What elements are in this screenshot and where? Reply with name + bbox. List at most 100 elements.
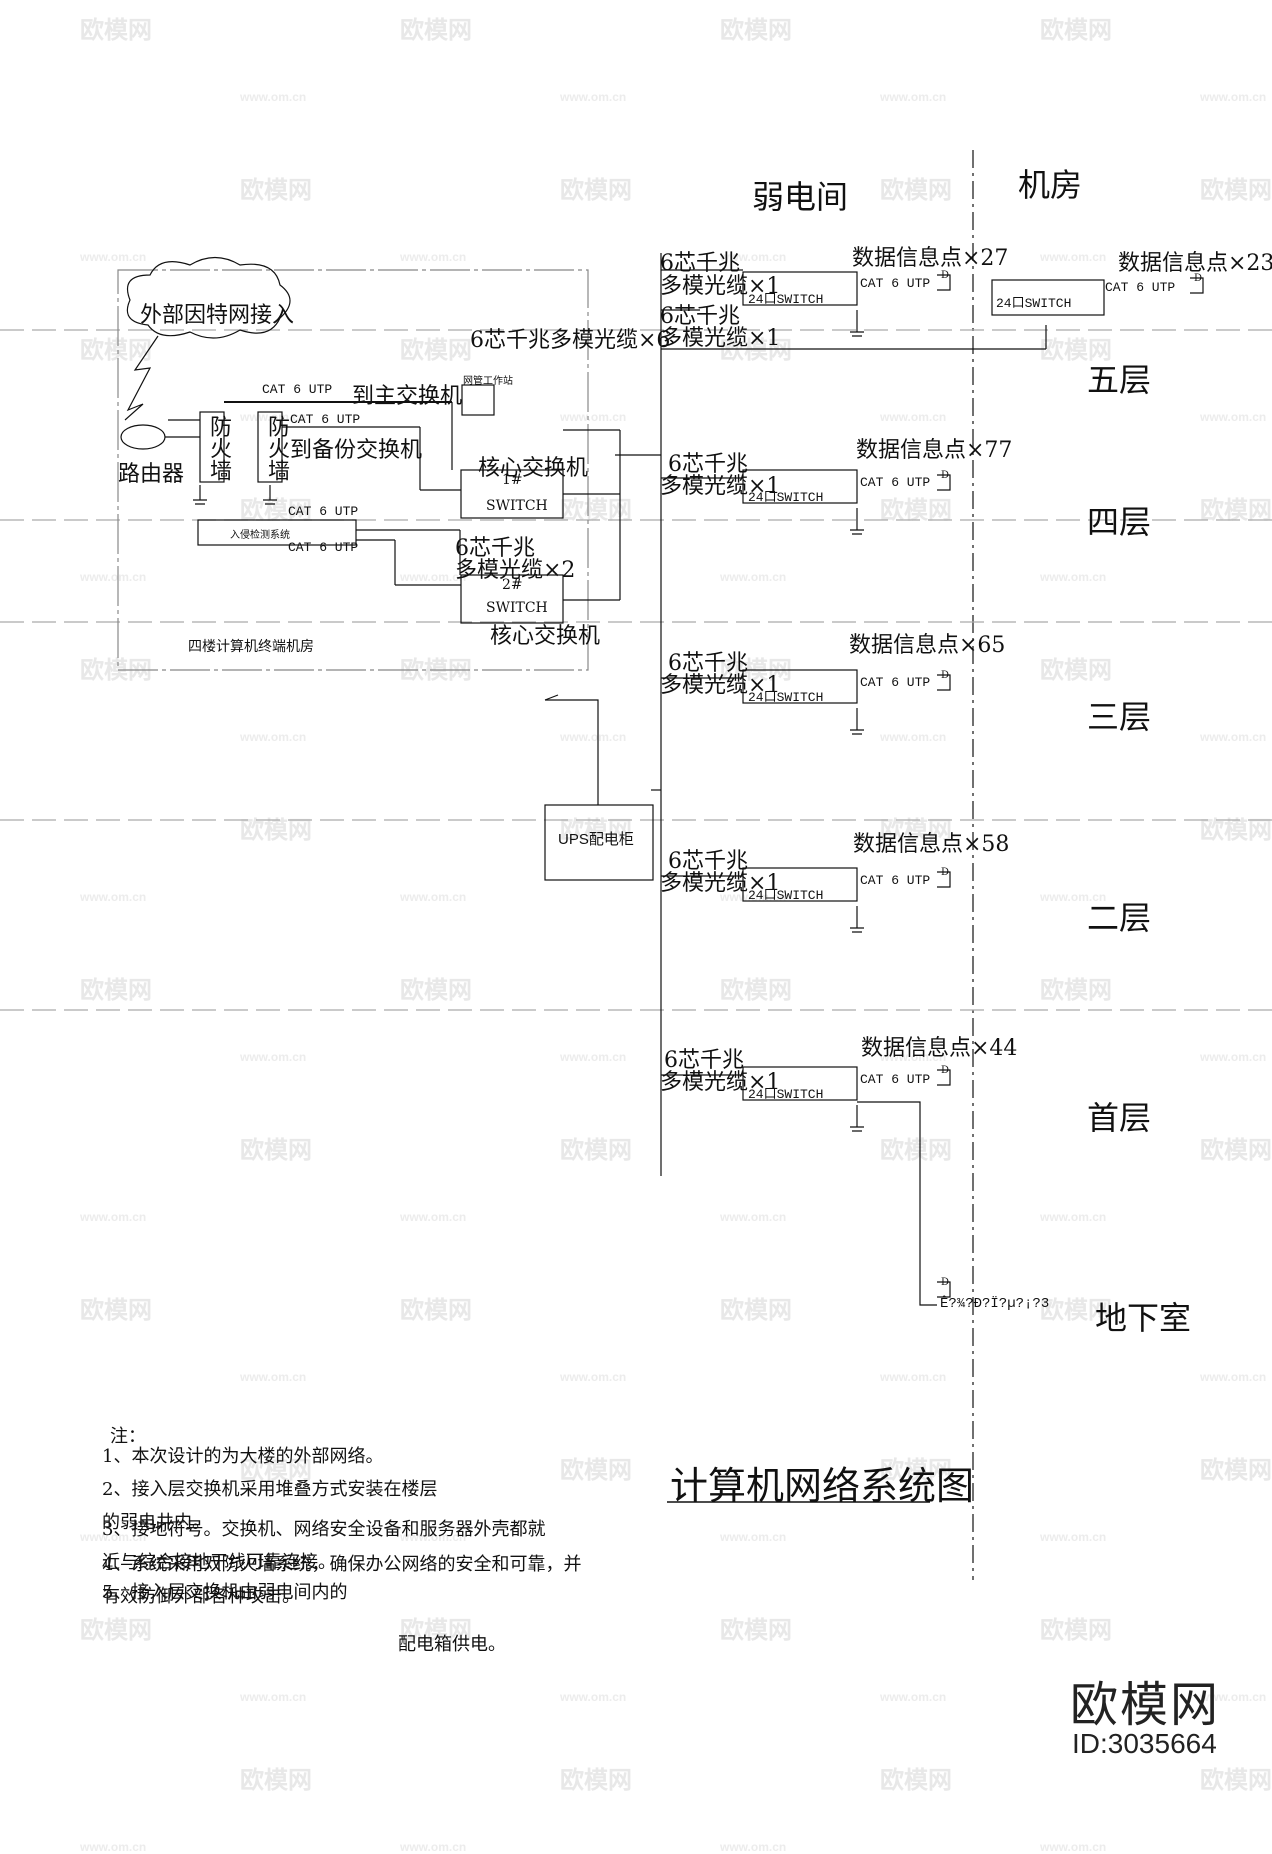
watermark-brand: 欧模网 bbox=[80, 337, 152, 364]
watermark-url: www.om.cn bbox=[80, 890, 147, 904]
watermark-brand: 欧模网 bbox=[720, 1297, 792, 1324]
watermark-brand: 欧模网 bbox=[400, 17, 472, 44]
core-switch-2-word: SWITCH bbox=[486, 600, 548, 616]
data-points-3f: 数据信息点×65 bbox=[849, 633, 1006, 658]
watermark-brand: 欧模网 bbox=[80, 1617, 152, 1644]
watermark-url: www.om.cn bbox=[720, 570, 787, 584]
switch-label-3f: 24口SWITCH bbox=[748, 690, 824, 705]
watermark-brand: 欧模网 bbox=[400, 337, 472, 364]
watermark-brand: 欧模网 bbox=[240, 1457, 312, 1484]
core-link-label-1: 6芯千兆 bbox=[455, 536, 535, 561]
note-line-7: 有效防御外部各种攻击。 bbox=[102, 1586, 300, 1607]
management-workstation-box bbox=[461, 384, 495, 416]
d-label-5f: D bbox=[941, 270, 950, 281]
data-points-4f: 数据信息点×77 bbox=[856, 438, 1013, 463]
note-line-9: 配电箱供电。 bbox=[398, 1634, 506, 1655]
cat6-label-ids-1: CAT 6 UTP bbox=[288, 504, 359, 519]
watermark-url: www.om.cn bbox=[880, 410, 947, 424]
watermark-url: www.om.cn bbox=[1200, 730, 1267, 744]
watermark-url: www.om.cn bbox=[1200, 1370, 1267, 1384]
floor-cable-label-5a: 6芯千兆 bbox=[660, 251, 740, 276]
watermark-url: www.om.cn bbox=[240, 1050, 307, 1064]
core-switch-2-name: 2# bbox=[502, 577, 523, 593]
watermark-brand: 欧模网 bbox=[400, 1297, 472, 1324]
floor-cable-label-5a-2: 多模光缆×1 bbox=[660, 274, 781, 299]
note-line-0: 注： bbox=[110, 1426, 146, 1447]
watermark-url: www.om.cn bbox=[560, 410, 627, 424]
watermark-url: www.om.cn bbox=[1040, 1840, 1107, 1854]
floor-cable-label-4: 6芯千兆 bbox=[668, 452, 748, 477]
firewall-2 bbox=[257, 411, 283, 483]
switch-label-5f: 24口SWITCH bbox=[748, 292, 824, 307]
floor-cable-label-2: 6芯千兆 bbox=[668, 849, 748, 874]
mgmt-workstation-label: 网管工作站 bbox=[463, 376, 513, 387]
cat6-label-2f: CAT 6 UTP bbox=[860, 873, 931, 888]
watermark-url: www.om.cn bbox=[1040, 1210, 1107, 1224]
data-points-5f-machine: 数据信息点×23 bbox=[1118, 251, 1272, 276]
watermark-brand: 欧模网 bbox=[80, 1297, 152, 1324]
cat6-label-to-main: CAT 6 UTP bbox=[262, 382, 333, 397]
d-label-basement: D bbox=[941, 1277, 950, 1288]
floor-label-2: 二层 bbox=[1087, 899, 1152, 937]
watermark-url: www.om.cn bbox=[240, 90, 307, 104]
lightning-icon bbox=[124, 335, 159, 421]
d-label-2f: D bbox=[941, 867, 950, 878]
note-line-1: 1、本次设计的为大楼的外部网络。 bbox=[102, 1446, 384, 1467]
backbone-label: 6芯千兆多模光缆×6 bbox=[470, 328, 671, 353]
floor-label-1: 首层 bbox=[1087, 1099, 1152, 1137]
core-switch-1-name: 1# bbox=[502, 472, 523, 488]
computer-room-name: 四楼计算机终端机房 bbox=[188, 639, 314, 655]
watermark-url: www.om.cn bbox=[400, 890, 467, 904]
watermark-url: www.om.cn bbox=[560, 1370, 627, 1384]
floor-label-4: 四层 bbox=[1087, 503, 1152, 541]
core-switch-1-word: SWITCH bbox=[486, 498, 548, 514]
switch-label-4f: 24口SWITCH bbox=[748, 490, 824, 505]
watermark-url: www.om.cn bbox=[720, 250, 787, 264]
core-switch-title-bottom: 核心交换机 bbox=[490, 624, 601, 649]
watermark-brand: 欧模网 bbox=[880, 1457, 952, 1484]
cat6-label-5f: CAT 6 UTP bbox=[860, 276, 931, 291]
watermark-brand: 欧模网 bbox=[560, 1137, 632, 1164]
watermark-url: www.om.cn bbox=[1200, 90, 1267, 104]
header-weak-room: 弱电间 bbox=[752, 178, 849, 216]
watermark-brand: 欧模网 bbox=[1200, 1457, 1272, 1484]
switch-4f bbox=[742, 469, 858, 504]
watermark-brand: 欧模网 bbox=[880, 1137, 952, 1164]
watermark-url: www.om.cn bbox=[240, 410, 307, 424]
firewall-label-2: 防火墙 bbox=[264, 415, 289, 481]
cat6-label-1f: CAT 6 UTP bbox=[860, 1072, 931, 1087]
computer-room-box bbox=[117, 269, 589, 671]
watermark-url: www.om.cn bbox=[1040, 570, 1107, 584]
floor-cable-label-5b-2: 多模光缆×1 bbox=[660, 326, 781, 351]
watermark-url: www.om.cn bbox=[240, 1690, 307, 1704]
watermark-url: www.om.cn bbox=[1200, 410, 1267, 424]
note-line-8: 5、接入层交换机由弱电间内的 bbox=[102, 1582, 348, 1603]
to-main-switch-label: 到主交换机 bbox=[352, 384, 463, 409]
watermark-brand: 欧模网 bbox=[1040, 1297, 1112, 1324]
diagram-lines bbox=[0, 150, 1272, 1580]
watermark-url: www.om.cn bbox=[1200, 1050, 1267, 1064]
watermark-brand: 欧模网 bbox=[560, 817, 632, 844]
network-system-diagram: 欧模网 www.om.cn 欧模网 www.om.cn 欧模网 www.om.cn 欧模网 w… bbox=[0, 17, 1272, 1854]
note-line-5: 近与综合接地干线可靠连接。 bbox=[102, 1552, 336, 1573]
watermark-brand: 欧模网 bbox=[240, 1767, 312, 1794]
d-label-3f: D bbox=[941, 670, 950, 681]
floor-cable-label-1: 6芯千兆 bbox=[664, 1048, 744, 1073]
watermark-brand: 欧模网 bbox=[1200, 177, 1272, 204]
watermark-url: www.om.cn bbox=[80, 250, 147, 264]
to-backup-switch-label: 到备份交换机 bbox=[290, 438, 423, 463]
switch-3f bbox=[742, 669, 858, 704]
data-points-1f: 数据信息点×44 bbox=[861, 1036, 1018, 1061]
floor-cable-label-3: 6芯千兆 bbox=[668, 651, 748, 676]
ids-label: 入侵检测系统 bbox=[230, 530, 290, 541]
brand-id: ID:3035664 bbox=[1072, 1728, 1217, 1759]
core-link-label-2: 多模光缆×2 bbox=[455, 558, 576, 583]
watermark-url: www.om.cn bbox=[880, 730, 947, 744]
watermark-url: www.om.cn bbox=[400, 1840, 467, 1854]
switch-label-1f: 24口SWITCH bbox=[748, 1087, 824, 1102]
watermark-url: www.om.cn bbox=[240, 1370, 307, 1384]
watermark-brand: 欧模网 bbox=[400, 977, 472, 1004]
d-label-5f-machine: D bbox=[1194, 273, 1203, 284]
router-icon bbox=[120, 424, 166, 450]
floor-cable-label-2-2: 多模光缆×1 bbox=[660, 871, 781, 896]
